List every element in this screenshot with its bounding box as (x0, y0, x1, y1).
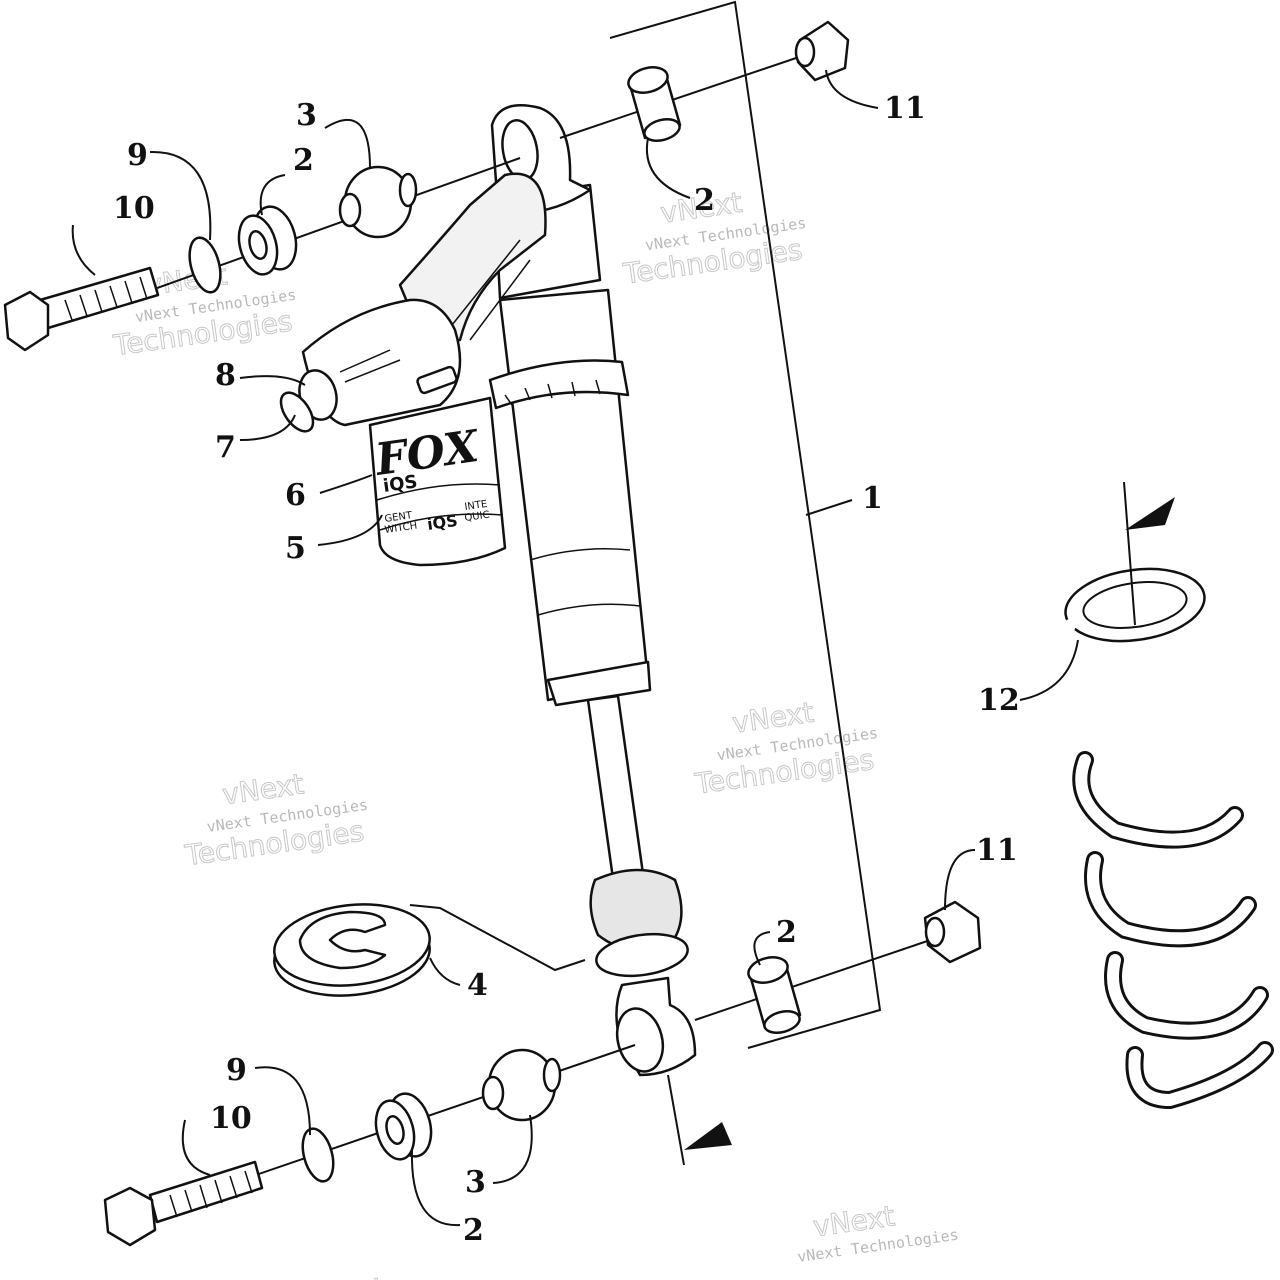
callout-2: 2 (776, 915, 797, 950)
o-ring (279, 391, 315, 433)
watermark-bottom-left: vNext vNext Technologies (301, 1271, 388, 1280)
callout-11: 11 (884, 91, 926, 126)
callout-9: 9 (127, 138, 148, 173)
callout-2: 2 (463, 1213, 484, 1248)
bushing-bottom-left (374, 1092, 433, 1161)
band-text-right-2: QUIC (464, 510, 490, 524)
spring-direction-arrow (1125, 497, 1175, 530)
callout-11: 11 (976, 833, 1018, 868)
preload-collar (488, 359, 630, 410)
watermark-text: vNext (220, 767, 306, 811)
bottom-direction-arrow (684, 1122, 732, 1150)
body-end-cap (546, 660, 652, 707)
watermark-mid-center: vNext vNext Technologies Technologies (692, 695, 879, 801)
spring-retainer (273, 903, 431, 997)
bolt-bottom (103, 1160, 264, 1247)
iqs-logo: iQS (382, 471, 419, 497)
band-text-right: INTE (464, 499, 488, 513)
callout-3: 3 (465, 1165, 486, 1200)
callout-1: 1 (862, 481, 883, 516)
watermark-text: vNext (730, 696, 816, 740)
nut-bottom (923, 900, 982, 964)
callout-7: 7 (215, 430, 236, 465)
washer-bottom (301, 1127, 335, 1183)
shock-body-tube (498, 288, 650, 702)
leader-lines (71, 69, 1079, 1227)
watermark-bottom-center: vNext vNext Technologies (796, 1199, 959, 1266)
callout-numbers: 1 2 2 2 2 3 3 4 5 6 7 8 9 9 10 10 11 11 … (113, 91, 1020, 1248)
callout-5: 5 (285, 531, 306, 566)
band-text-left-2: WITCH (384, 521, 418, 536)
reservoir-bridge (398, 172, 547, 347)
callout-9: 9 (226, 1053, 247, 1088)
leader-line-1 (805, 499, 853, 516)
coil-spring (1052, 481, 1274, 1110)
bushing-top-left (237, 205, 298, 276)
washer-top (188, 236, 222, 294)
callout-2: 2 (694, 183, 715, 218)
watermark-top-center: vNext vNext Technologies Technologies (620, 185, 807, 291)
bottom-axis-line (667, 1074, 685, 1166)
bolt-top (3, 266, 160, 352)
bottom-washer (595, 932, 689, 978)
bearing-top (338, 165, 418, 239)
bushing-bottom-right (747, 956, 802, 1034)
callout-6: 6 (285, 478, 306, 513)
callout-2: 2 (293, 143, 314, 178)
bearing-bottom (481, 1048, 562, 1122)
leader-line-4-assembly (409, 904, 586, 972)
callout-10: 10 (210, 1101, 252, 1136)
iqs-button[interactable] (416, 365, 458, 395)
shock-rod (586, 694, 647, 895)
watermark-mid-left: vNext vNext Technologies Technologies (182, 767, 369, 873)
bottom-right-axis (694, 934, 946, 1021)
callout-10: 10 (113, 191, 155, 226)
watermark-group: vNext vNext Technologies Technologies vN… (110, 185, 959, 1280)
watermark-text: vNext (301, 1271, 387, 1280)
top-right-axis (559, 54, 806, 139)
callout-12: 12 (978, 683, 1020, 718)
spring-axis-line (1123, 481, 1136, 626)
band-text-left: GENT (384, 510, 414, 525)
callout-4: 4 (467, 968, 488, 1003)
bushing-top-right (627, 66, 682, 142)
iqs-band-logo: iQS (426, 511, 459, 534)
nut-top (794, 20, 850, 82)
shock-absorber: FOX iQS GENT WITCH iQS INTE QUIC (298, 104, 697, 1077)
callout-8: 8 (215, 358, 236, 393)
assembly-bracket-line (609, 0, 882, 1049)
callout-3: 3 (296, 98, 317, 133)
